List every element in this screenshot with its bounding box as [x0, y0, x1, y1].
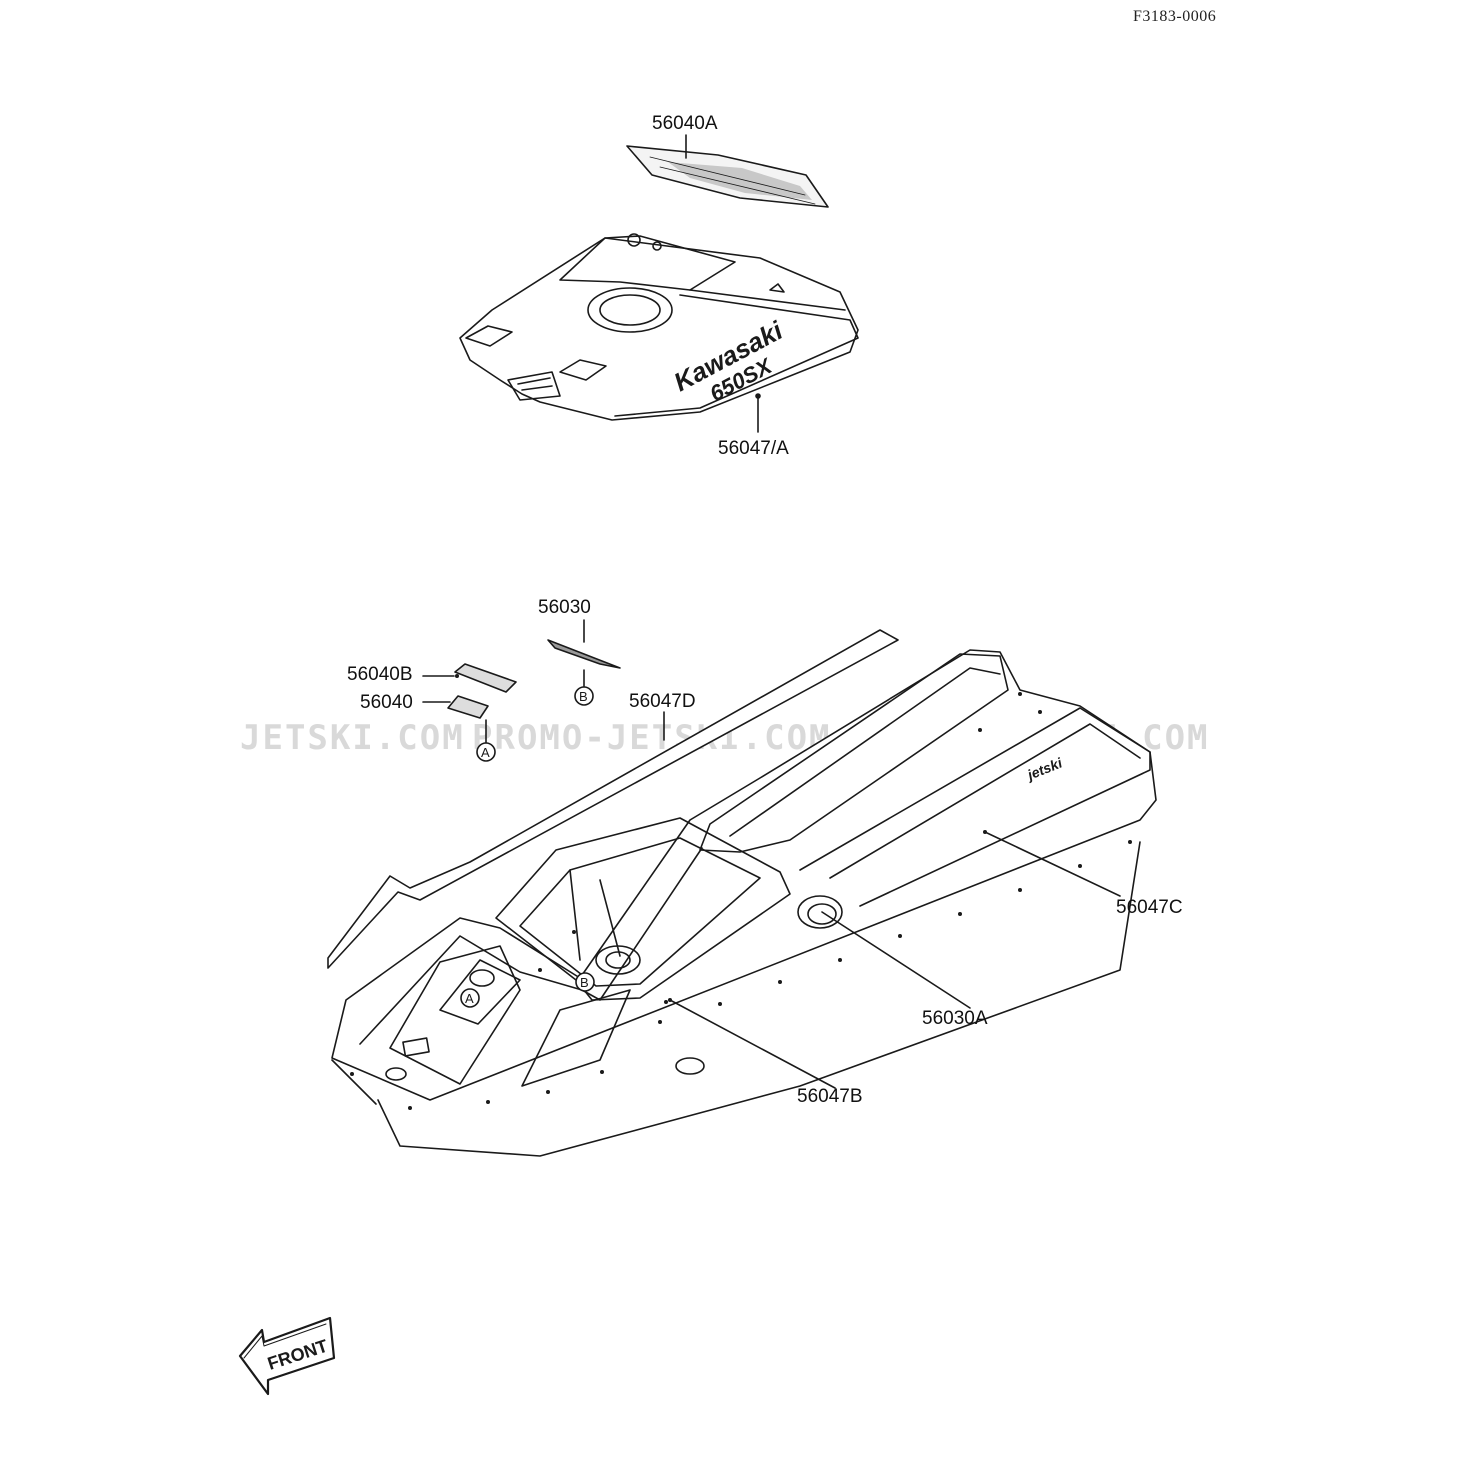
side-stripe-shape — [327, 629, 899, 969]
callout-56040: 56040 — [360, 692, 413, 713]
marker-b-letter: B — [579, 689, 588, 704]
document-id: F3183-0006 — [1133, 8, 1217, 25]
callout-56030: 56030 — [538, 597, 591, 618]
watermark-left: JETSKI.COM — [240, 718, 465, 758]
watermark-middle: PROMO-JETSKI.COM — [472, 718, 832, 758]
pad-decal-b-shape — [454, 663, 517, 693]
engine-cover: Kawasaki 650SX — [459, 233, 859, 433]
callout-56047A: 56047/A — [718, 438, 789, 459]
callout-56030A: 56030A — [922, 1008, 988, 1029]
hull-marker-a-letter: A — [465, 991, 474, 1006]
pad-decal-shape — [447, 695, 489, 719]
callout-56047B: 56047B — [797, 1086, 863, 1107]
top-cover-decal-shape — [626, 145, 829, 208]
hull-marker-b-letter: B — [580, 975, 589, 990]
callout-56047D: 56047D — [629, 691, 696, 712]
marker-a-circle — [476, 742, 496, 762]
marker-a-letter: A — [481, 745, 490, 760]
front-arrow: FRONT — [238, 1316, 336, 1396]
small-decal-shape — [547, 639, 621, 669]
callout-56047C: 56047C — [1116, 897, 1183, 918]
hull-marker-a-circle — [460, 988, 480, 1008]
hull-marker-b-circle — [575, 972, 595, 992]
leader-56047B — [669, 999, 836, 1089]
callout-56040A: 56040A — [652, 113, 718, 134]
marker-b-circle — [574, 686, 594, 706]
leader-56047C — [984, 831, 1121, 897]
leader-56030A — [821, 911, 971, 1009]
jetski-hull: jetski — [331, 649, 1157, 1157]
callout-56040B: 56040B — [347, 664, 413, 685]
